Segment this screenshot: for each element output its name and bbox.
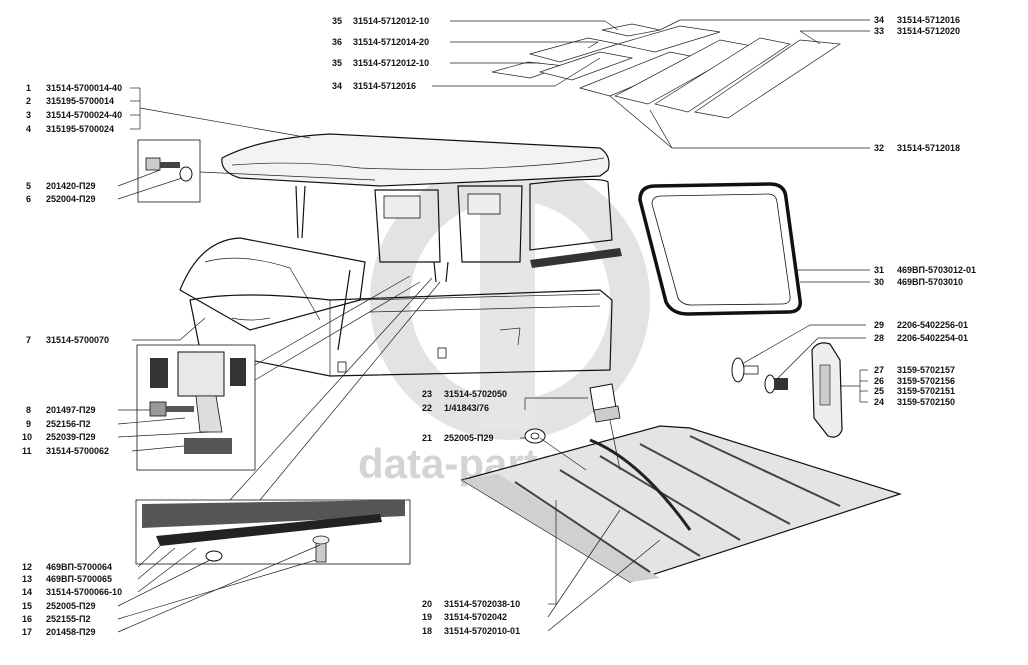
callout-code: 3159-5702157: [897, 365, 955, 375]
callout-num: 26: [874, 376, 884, 386]
callout-num: 12: [22, 562, 32, 572]
callout-num: 18: [422, 626, 432, 636]
callout-code: 31514-5712016: [353, 81, 416, 91]
callouts-right: 34 31514-5712016 33 31514-5712020 32 315…: [874, 15, 976, 407]
callout-code: 469ВП-5700065: [46, 574, 112, 584]
callout-num: 29: [874, 320, 884, 330]
callout-code: 315195-5700024: [46, 124, 114, 134]
callout-num: 21: [422, 433, 432, 443]
callout-code: 252156-П2: [46, 419, 91, 429]
callout-code: 201420-П29: [46, 181, 96, 191]
callout-num: 2: [26, 96, 31, 106]
callout-num: 10: [22, 432, 32, 442]
callout-num: 8: [26, 405, 31, 415]
callout-code: 31514-5700066-10: [46, 587, 122, 597]
callout-code: 31514-5702010-01: [444, 626, 520, 636]
callout-num: 35: [332, 58, 342, 68]
callout-num: 15: [22, 601, 32, 611]
callout-num: 25: [874, 386, 884, 396]
callout-num: 34: [332, 81, 342, 91]
callout-num: 24: [874, 397, 884, 407]
callout-num: 11: [22, 446, 32, 456]
callout-code: 252039-П29: [46, 432, 96, 442]
callouts-center: 23 31514-5702050 22 1/41843/76 21 252005…: [422, 389, 520, 636]
vehicle-body: [179, 237, 613, 377]
callout-code: 31514-5712020: [897, 26, 960, 36]
bed-mat: [460, 425, 902, 583]
callouts-left: 1 31514-5700014-40 2 315195-5700014 3 31…: [22, 83, 122, 637]
callout-num: 9: [26, 419, 31, 429]
callout-num: 17: [22, 627, 32, 637]
callout-num: 7: [26, 335, 31, 345]
callout-code: 31514-5712012-10: [353, 16, 429, 26]
callout-num: 33: [874, 26, 884, 36]
callout-num: 4: [26, 124, 31, 134]
callout-code: 31514-5702042: [444, 612, 507, 622]
callout-num: 35: [332, 16, 342, 26]
callout-code: 31514-5702038-10: [444, 599, 520, 609]
callout-code: 3159-5702156: [897, 376, 955, 386]
callout-code: 31514-5700014-40: [46, 83, 122, 93]
callout-code: 31514-5712014-20: [353, 37, 429, 47]
callout-num: 31: [874, 265, 884, 275]
side-window-seal: [638, 182, 802, 316]
callout-code: 31514-5712018: [897, 143, 960, 153]
callout-num: 19: [422, 612, 432, 622]
callout-code: 2206-5402256-01: [897, 320, 968, 330]
callout-num: 34: [874, 15, 884, 25]
callout-code: 252004-П29: [46, 194, 96, 204]
callout-num: 6: [26, 194, 31, 204]
callout-code: 252005-П29: [46, 601, 96, 611]
callout-num: 28: [874, 333, 884, 343]
inset-roof-bolt: [137, 139, 201, 203]
clip: [524, 383, 621, 444]
callout-num: 27: [874, 365, 884, 375]
callout-code: 469ВП-5703010: [897, 277, 963, 287]
callout-code: 31514-5712012-10: [353, 58, 429, 68]
callout-code: 31514-5702050: [444, 389, 507, 399]
inset-windshield-bracket: [136, 344, 256, 471]
headliner-panels: [491, 23, 842, 119]
callout-code: 3159-5702150: [897, 397, 955, 407]
callout-num: 1: [26, 83, 31, 93]
callout-code: 201497-П29: [46, 405, 96, 415]
callout-num: 23: [422, 389, 432, 399]
callout-num: 30: [874, 277, 884, 287]
callout-code: 469ВП-5700064: [46, 562, 112, 572]
callout-num: 3: [26, 110, 31, 120]
callout-code: 252005-П29: [444, 433, 494, 443]
latch-plate: [731, 342, 843, 438]
callout-code: 315195-5700014: [46, 96, 114, 106]
callout-num: 14: [22, 587, 32, 597]
callout-code: 2206-5402254-01: [897, 333, 968, 343]
inset-front-rail: [135, 499, 411, 565]
callout-code: 252155-П2: [46, 614, 91, 624]
callout-code: 3159-5702151: [897, 386, 955, 396]
leader-lines: [117, 19, 870, 633]
callout-num: 16: [22, 614, 32, 624]
callout-num: 22: [422, 403, 432, 413]
callout-num: 36: [332, 37, 342, 47]
callout-code: 201458-П29: [46, 627, 96, 637]
callout-num: 5: [26, 181, 31, 191]
callout-num: 32: [874, 143, 884, 153]
callout-code: 31514-5700070: [46, 335, 109, 345]
callout-code: 31514-5712016: [897, 15, 960, 25]
callout-num: 20: [422, 599, 432, 609]
callout-num: 13: [22, 574, 32, 584]
callouts-top: 35 31514-5712012-10 36 31514-5712014-20 …: [332, 16, 429, 91]
callout-code: 31514-5700024-40: [46, 110, 122, 120]
hardtop-roof: [221, 133, 622, 283]
callout-code: 469ВП-5703012-01: [897, 265, 976, 275]
callout-code: 31514-5700062: [46, 446, 109, 456]
callout-code: 1/41843/76: [444, 403, 489, 413]
